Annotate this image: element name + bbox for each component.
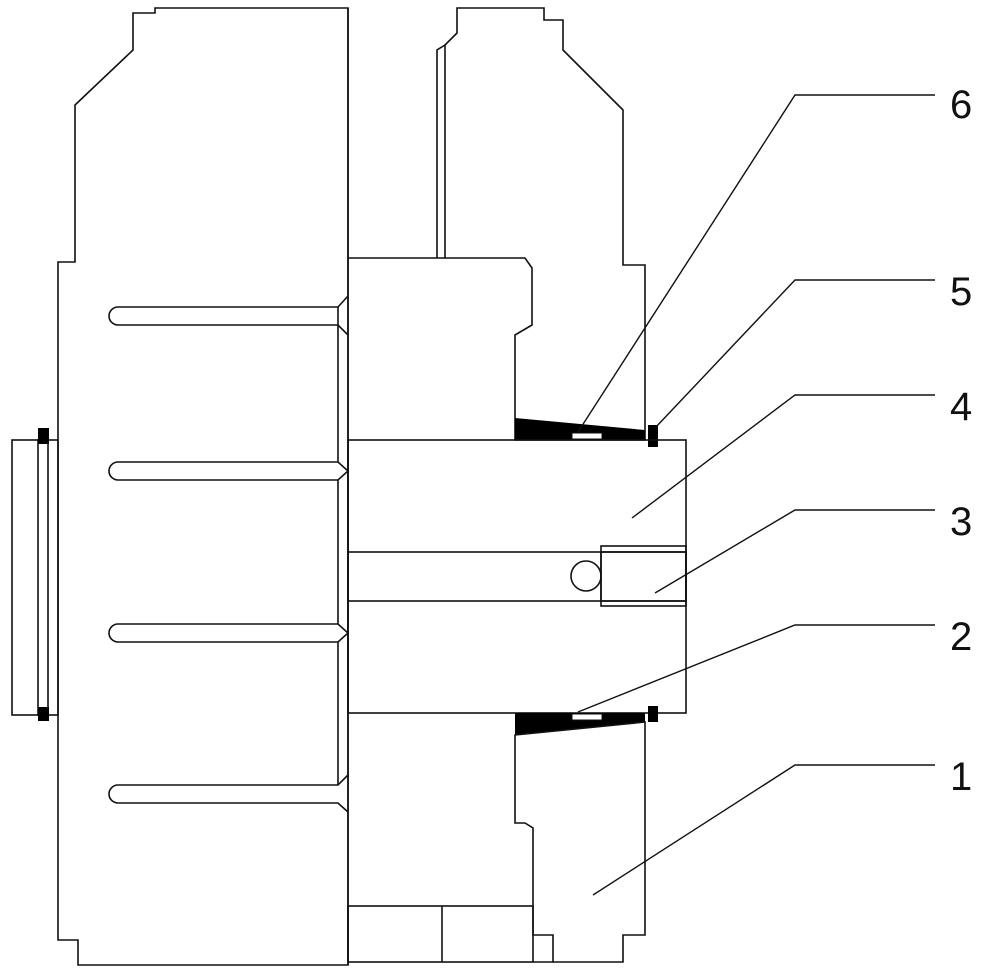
callout-label: 4: [950, 385, 972, 429]
callout-label: 2: [950, 615, 972, 659]
callout-4: 4: [632, 385, 972, 518]
callout-label: 6: [950, 83, 972, 127]
retaining-ring-5-upper: [648, 425, 658, 447]
callout-label: 1: [950, 755, 972, 799]
retaining-ring-5-lower: [648, 706, 658, 722]
lower-block: [348, 906, 533, 962]
callout-5: 5: [655, 270, 972, 428]
shaft: [348, 440, 686, 713]
callout-label: 3: [950, 500, 972, 544]
callout-1: 1: [593, 755, 972, 895]
left-body-outline: [58, 8, 348, 965]
thin-sleeve: [348, 45, 445, 258]
callout-6: 6: [578, 83, 972, 432]
slots: [109, 296, 348, 812]
plug-3: [601, 546, 686, 606]
shaft-channel: [348, 552, 686, 601]
housing-lower: [515, 722, 645, 962]
ball: [571, 561, 601, 591]
callout-label: 5: [950, 270, 972, 314]
callout-3: 3: [655, 500, 972, 593]
callout-2: 2: [578, 615, 972, 712]
end-cap: [12, 428, 58, 721]
